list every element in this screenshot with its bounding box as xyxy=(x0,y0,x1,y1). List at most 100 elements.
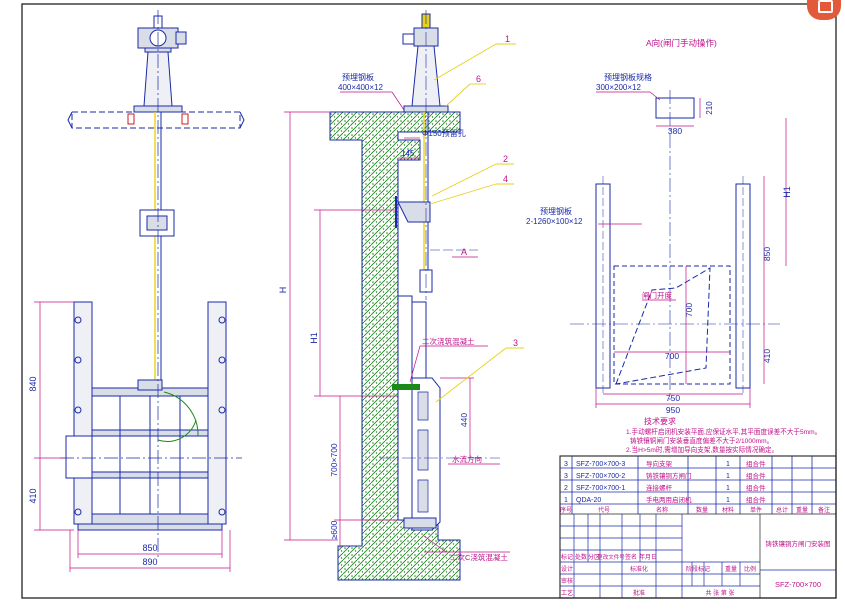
tb-drawing-name: 铸铁镶铜方闸门安装图 xyxy=(766,539,831,548)
tb-scale: 比例 xyxy=(744,565,756,573)
label-view-anchor: 预埋钢板规格 xyxy=(604,72,652,82)
bom-header-name: 名称 xyxy=(656,506,668,514)
view-a-leaf xyxy=(615,267,711,385)
tb-sign: 签名 xyxy=(625,553,637,561)
callout-3: 3 xyxy=(513,338,518,348)
dim-210-view-a: 210 xyxy=(705,101,714,115)
front-view xyxy=(60,10,245,560)
notes-title: 技术要求 xyxy=(644,416,676,426)
lifting-lug xyxy=(137,379,163,391)
anchor-plate-left xyxy=(127,113,135,125)
dim-380-view-a: 380 xyxy=(668,126,682,136)
gate-sill-section xyxy=(403,517,437,529)
bom-row-2-qty: 1 xyxy=(726,485,730,492)
notes-line-2: 铸铁镶铜闸门安装垂直度偏差不大于2/1000mm。 xyxy=(630,436,773,445)
view-a xyxy=(570,90,780,400)
anchor-plate-right xyxy=(181,113,189,125)
tb-approve: 批准 xyxy=(633,589,645,597)
dim-H1-view-a: H1 xyxy=(782,186,792,198)
stem-guide xyxy=(139,209,175,237)
title-block xyxy=(560,514,836,598)
tb-drawing-no: SFZ-700×700 xyxy=(775,580,821,589)
tb-process: 工艺 xyxy=(561,589,573,597)
tb-weight: 重量 xyxy=(725,565,737,573)
bom-row-3-no: 1 xyxy=(564,497,568,504)
bom-row-3-qty: 1 xyxy=(726,497,730,504)
callout-6: 6 xyxy=(476,74,481,84)
bom-row-0-qty: 1 xyxy=(726,461,730,468)
tb-review: 审核 xyxy=(561,577,573,585)
label-gate-arc: 闸门开度 xyxy=(642,290,672,300)
tb-zone: 分区 xyxy=(588,553,600,561)
dim-700v-view-a: 700 xyxy=(684,303,694,317)
frame-side-plate xyxy=(65,435,93,479)
bottom-sill xyxy=(77,523,223,531)
stem-guide-block xyxy=(146,215,168,231)
bom-row-3-remark: 组合件 xyxy=(746,495,766,504)
bom-header-material: 材料 xyxy=(722,506,734,514)
tb-design: 设计 xyxy=(561,565,573,573)
bom-row-2-code: SFZ-700×700-1 xyxy=(576,485,625,492)
label-tube: Φ150预留孔 xyxy=(422,128,466,138)
dim-750-view-a: 750 xyxy=(666,393,680,403)
callout-2: 2 xyxy=(503,154,508,164)
section-dims xyxy=(284,111,474,548)
tb-mark: 标记 xyxy=(561,553,573,561)
label-anchor-plate-top-size: 400×400×12 xyxy=(338,83,383,92)
label-side-anchor-size: 2-1260×100×12 xyxy=(526,217,583,226)
dim-840-front: 840 xyxy=(28,376,38,391)
bom-row-2-remark: 组合件 xyxy=(746,483,766,492)
bom-row-0-name: 导向支架 xyxy=(646,459,673,468)
bom-row-1-no: 3 xyxy=(564,473,568,480)
bom-header-remark: 备注 xyxy=(818,506,830,514)
dim-145-section: 145 xyxy=(401,149,415,158)
gate-opening-arc xyxy=(163,391,199,437)
dim-700h-view-a: 700 xyxy=(665,351,679,361)
label-side-anchor: 预埋钢板 xyxy=(540,206,572,216)
view-a-gate-outline xyxy=(613,265,731,385)
actuator-handwheel xyxy=(175,31,187,45)
bom-header-no: 序号 xyxy=(560,506,572,514)
gate-guide xyxy=(397,295,413,521)
bom-header-total: 总计 xyxy=(776,506,788,514)
deck-slab xyxy=(71,111,241,129)
notes-line-3: 2.当H>5m时,需增加导向支架,数量按实际情况确定。 xyxy=(626,445,778,454)
tb-count: 处数 xyxy=(575,553,587,561)
label-section-a: A xyxy=(461,247,467,257)
tb-change-no: 更改文件号 xyxy=(597,553,625,561)
bom-row-1-remark: 组合件 xyxy=(746,471,766,480)
bom-header-qty: 数量 xyxy=(696,506,708,514)
bom-row-1-name: 铸铁镶铜方闸门 xyxy=(646,471,692,480)
tb-stage: 阶段标记 xyxy=(686,565,710,573)
corner-badge-icon[interactable] xyxy=(807,0,841,20)
dim-850-view-a: 850 xyxy=(762,247,772,261)
view-a-dims xyxy=(595,91,787,408)
label-view-anchor-size: 300×200×12 xyxy=(596,83,641,92)
label-concrete-2g: 二次C浇筑混凝土 xyxy=(450,552,508,562)
dim-440-section: 440 xyxy=(459,413,469,427)
dim-700-section: 700×700 xyxy=(329,443,339,477)
bom-row-2-no: 2 xyxy=(564,485,568,492)
tb-date: 年月日 xyxy=(639,553,657,561)
dim-600-section: ≥600 xyxy=(329,520,339,539)
bom-table xyxy=(559,455,837,599)
bom-row-1-qty: 1 xyxy=(726,473,730,480)
label-water-flow: 水流方向 xyxy=(452,454,482,464)
section-view xyxy=(329,10,500,581)
bom-header-unit: 单件 xyxy=(750,506,762,514)
seal-strip xyxy=(392,384,420,390)
notes-line-1: 1.手动螺杆启闭机安装平面,应保证水平,其平面度误差不大于5mm。 xyxy=(626,427,821,436)
dim-H1-section: H1 xyxy=(309,332,319,344)
label-concrete-2: 二次浇筑混凝土 xyxy=(422,336,475,346)
bom-header-weight: 重量 xyxy=(796,506,808,514)
dim-410-front: 410 xyxy=(28,488,38,503)
callout-1: 1 xyxy=(505,34,510,44)
bom-row-0-no: 3 xyxy=(564,461,568,468)
guide-bracket xyxy=(397,201,431,223)
dim-950-view-a: 950 xyxy=(666,405,680,415)
bom-row-3-name: 手电两用启闭机 xyxy=(646,495,692,504)
bom-header: 序号 代号 名称 数量 材料 单件 总计 重量 备注 xyxy=(560,506,830,514)
bom-row-3-code: QDA-20 xyxy=(576,497,601,504)
view-a-anchor-plate xyxy=(655,97,695,119)
